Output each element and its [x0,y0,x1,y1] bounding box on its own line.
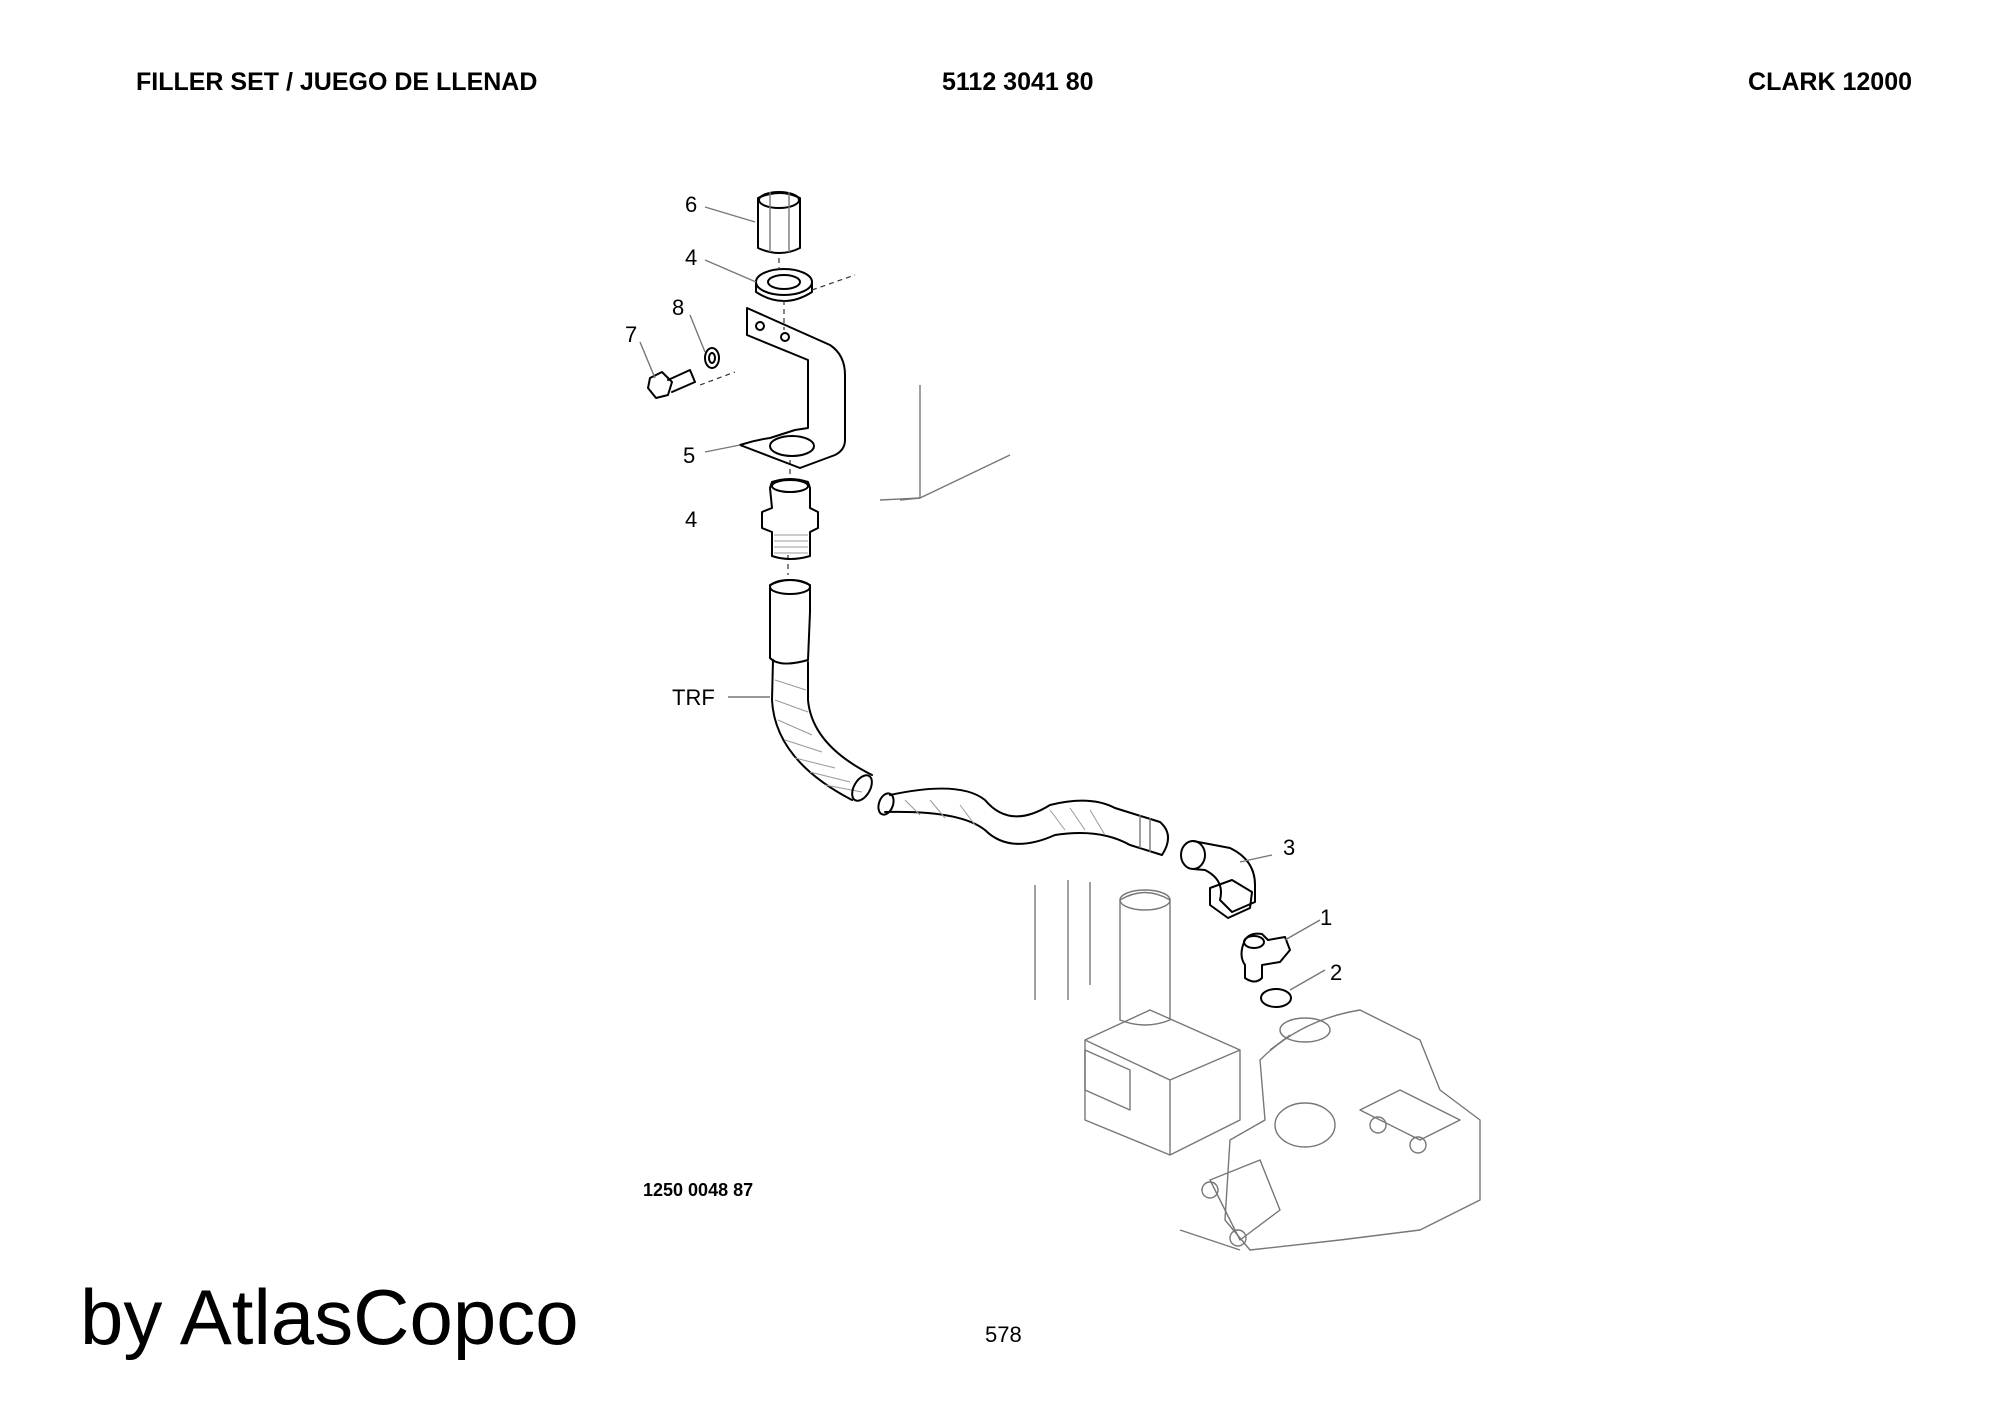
callout-4-lower: 4 [685,507,697,532]
callout-1: 1 [1320,905,1332,930]
callout-5: 5 [683,443,695,468]
part-7-bolt [647,369,696,399]
part-5-bracket [739,307,846,469]
hose-trf [769,579,1169,856]
part-1-nipple [1240,932,1291,983]
drawing-number: 1250 0048 87 [643,1180,754,1200]
part-number: 5112 3041 80 [942,68,1094,96]
callout-3: 3 [1283,835,1295,860]
callout-7: 7 [625,322,637,347]
machine-model: CLARK 12000 [1748,68,1912,96]
document-title: FILLER SET / JUEGO DE LLENAD [136,68,538,96]
page-number: 578 [985,1322,1022,1347]
callout-4-upper: 4 [685,245,697,270]
part-3-elbow [1180,840,1256,919]
tank-outline [879,385,1011,501]
valve-block-outline [1034,880,1481,1251]
part-2-o-ring [1260,988,1292,1008]
watermark-text: by AtlasCopco [80,1273,579,1361]
callout-6: 6 [685,192,697,217]
callout-2: 2 [1330,960,1342,985]
part-8-washer [704,347,720,369]
leader-lines [639,206,1326,991]
part-4-adapter [761,478,819,560]
callout-8: 8 [672,295,684,320]
part-4-ring [755,268,813,302]
part-6-cap-nut [757,191,801,254]
callout-trf: TRF [672,685,715,710]
